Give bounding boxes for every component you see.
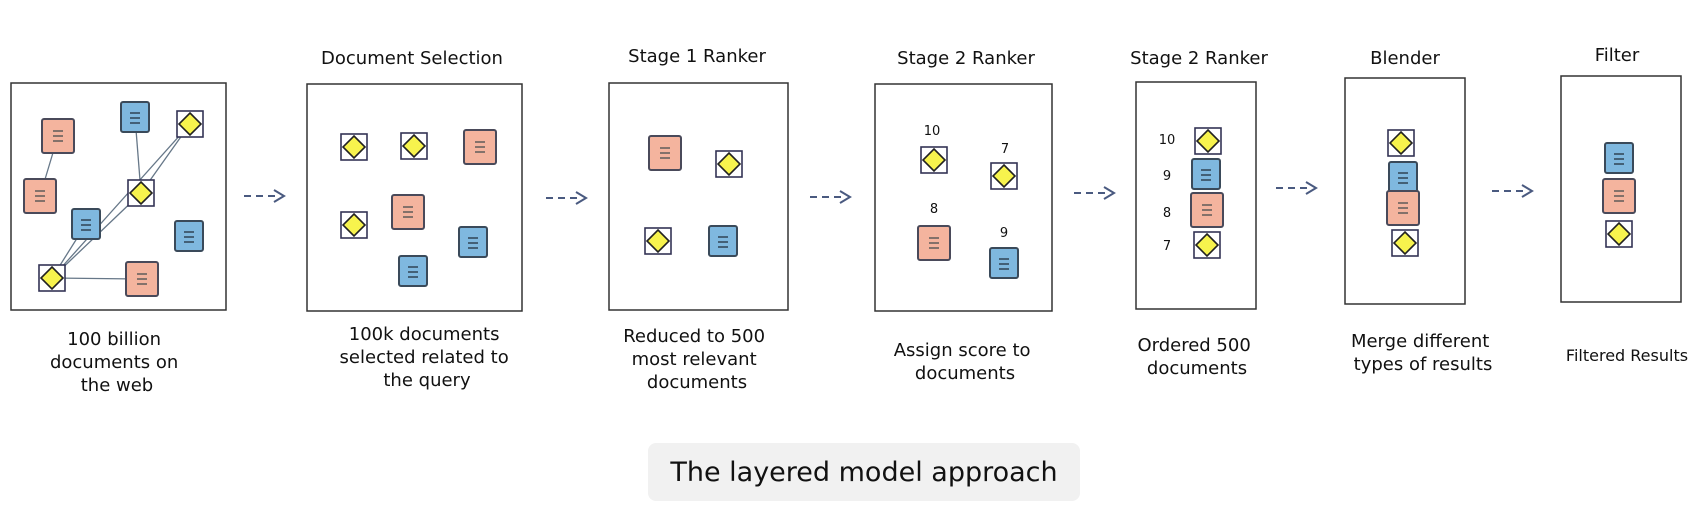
dashed-arrow-icon (1074, 186, 1116, 200)
stage-title-stage2-ranker-order: Stage 2 Ranker (1130, 48, 1268, 69)
stage-title-stage2-ranker-score: Stage 2 Ranker (897, 48, 1035, 69)
footer-caption-label: The layered model approach (670, 456, 1058, 488)
score-label: 9 (1000, 226, 1008, 241)
stage-title-filter: Filter (1595, 45, 1640, 66)
score-label: 7 (1001, 142, 1009, 157)
score-label: 7 (1163, 239, 1171, 254)
stage-blender (1344, 77, 1466, 305)
stage-title-blender: Blender (1370, 48, 1440, 69)
dashed-arrow-icon (244, 189, 286, 203)
dashed-arrow-icon (546, 191, 588, 205)
stage-document-selection (306, 83, 523, 312)
stage-filter (1560, 75, 1682, 303)
score-label: 10 (1159, 133, 1176, 148)
stage-stage2-ranker-score: 10 7 8 9 (874, 83, 1053, 312)
stage-stage1-ranker (608, 82, 789, 311)
stage-frame (608, 82, 789, 311)
score-label: 9 (1163, 169, 1171, 184)
stage-frame (874, 83, 1053, 312)
score-label: 8 (930, 202, 938, 217)
stage-title-stage1-ranker: Stage 1 Ranker (628, 46, 766, 67)
caption-filter: Filtered Results (1566, 346, 1688, 365)
caption-stage2-ranker-ordered: Ordered 500 documents (1137, 335, 1256, 379)
dashed-arrow-icon (810, 190, 852, 204)
caption-stage2-ranker-score: Assign score to documents (894, 340, 1037, 384)
caption-document-selection: 100k documents selected related to the q… (340, 324, 515, 391)
caption-stage1-ranker: Reduced to 500 most relevant documents (623, 326, 771, 393)
dashed-arrow-icon (1276, 181, 1318, 195)
caption-blender: Merge different types of results (1351, 331, 1495, 375)
caption-web-documents: 100 billion documents on the web (50, 329, 184, 396)
stage-title-document-selection: Document Selection (321, 48, 503, 69)
dashed-arrow-icon (1492, 184, 1534, 198)
stage-stage2-ranker-ordered: 10 9 8 7 (1135, 81, 1257, 310)
stage-web-documents (10, 82, 227, 311)
score-label: 10 (924, 124, 941, 139)
footer-caption: The layered model approach (648, 443, 1080, 501)
score-label: 8 (1163, 206, 1171, 221)
